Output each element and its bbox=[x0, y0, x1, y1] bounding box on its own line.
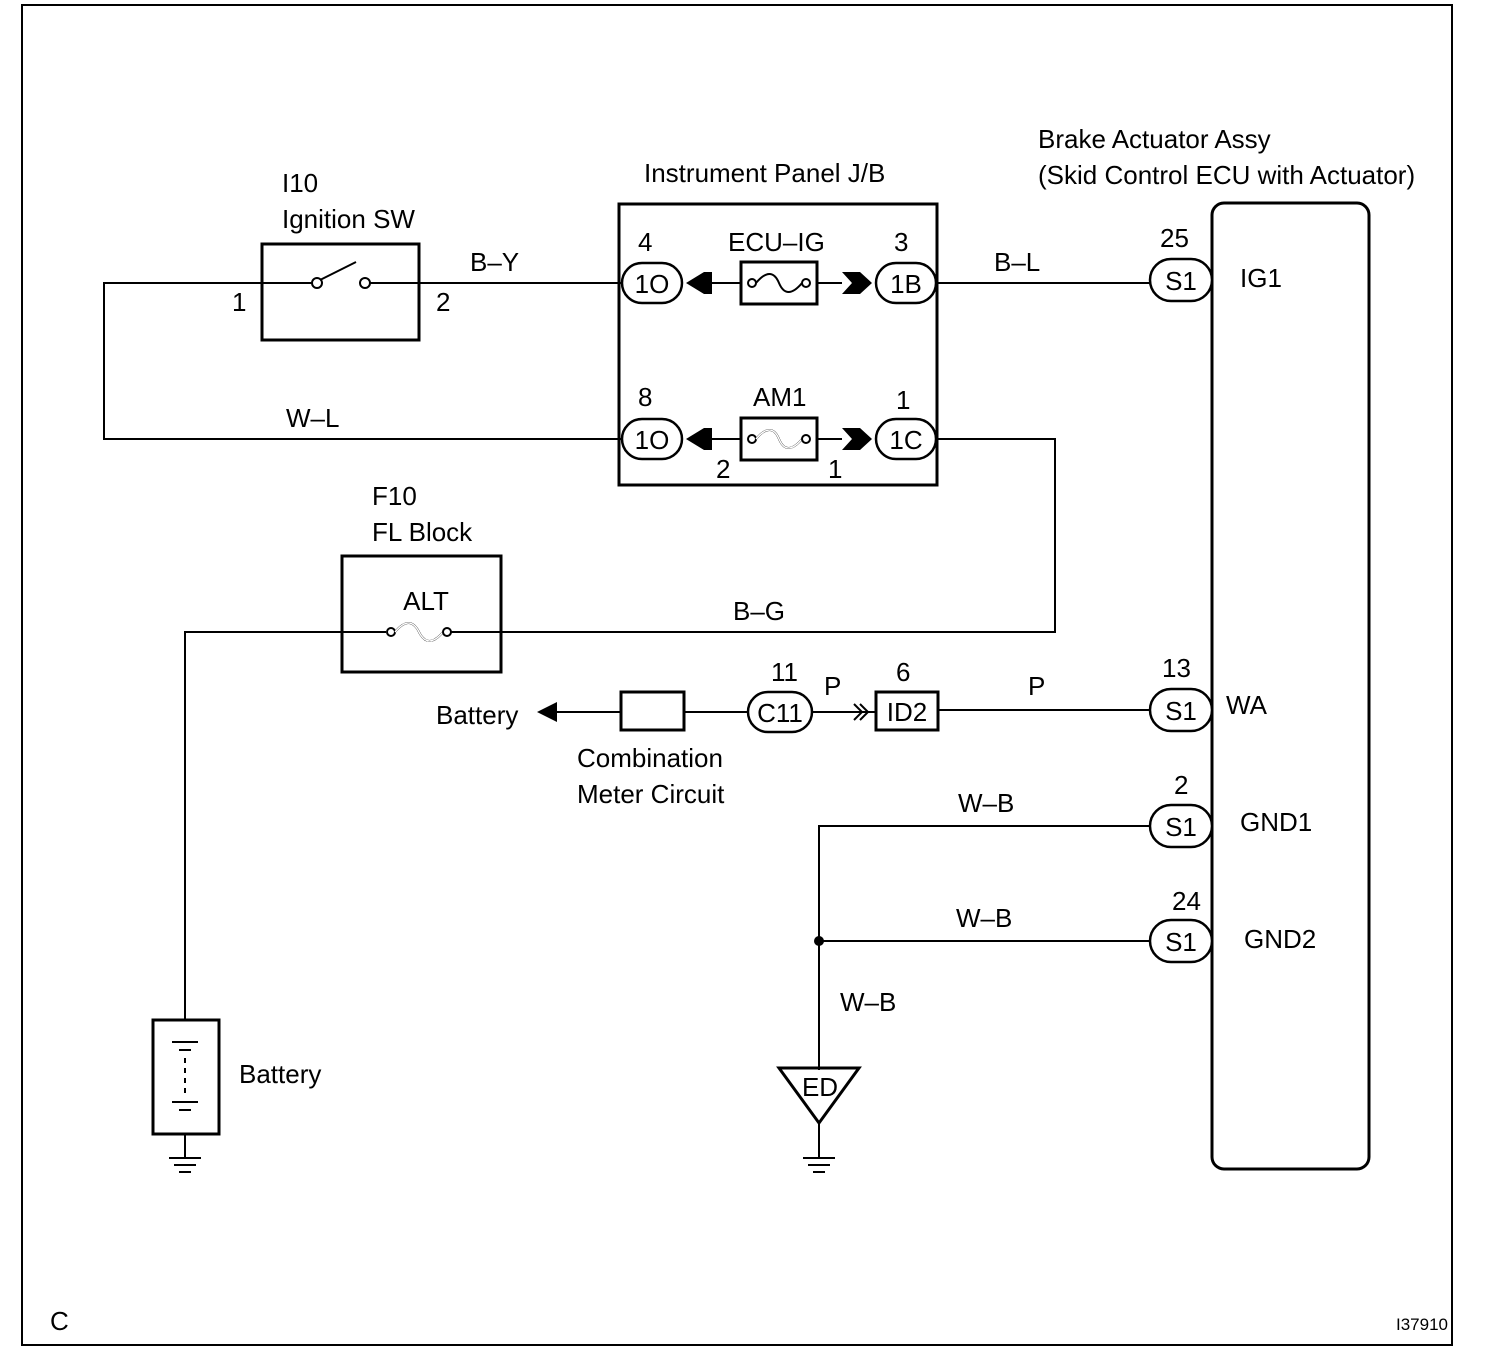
combination-meter-label-line2: Meter Circuit bbox=[577, 779, 725, 809]
brake-connector-s1-gnd2 bbox=[1148, 918, 1214, 964]
brake-pin-2: 2 bbox=[1174, 770, 1188, 800]
brake-connector-s1-gnd2-label: S1 bbox=[1165, 927, 1197, 957]
alt-fuse-label: ALT bbox=[403, 586, 449, 616]
wire-w-l bbox=[103, 282, 622, 440]
jb-am1-pin-1: 1 bbox=[896, 385, 910, 415]
inline-connector-arrow-icon bbox=[853, 703, 870, 721]
jb-connector-1c-label: 1C bbox=[889, 425, 922, 455]
brake-connector-s1-gnd1-label: S1 bbox=[1165, 812, 1197, 842]
combination-meter-battery-label: Battery bbox=[436, 700, 518, 730]
wire-label-b-g: B–G bbox=[733, 596, 785, 626]
fl-block-name: FL Block bbox=[372, 517, 473, 547]
wire-label-p-1: P bbox=[824, 671, 841, 701]
am1-fusible-link-icon bbox=[747, 429, 811, 449]
ignition-sw-pin-1: 1 bbox=[232, 287, 246, 317]
brake-connector-s1-wa bbox=[1148, 687, 1214, 733]
brake-terminal-ig1: IG1 bbox=[1240, 263, 1282, 293]
brake-terminal-gnd2: GND2 bbox=[1244, 924, 1316, 954]
ground-point-ed-label: ED bbox=[802, 1072, 838, 1102]
ignition-switch-symbol bbox=[262, 261, 419, 289]
ecu-ig-fuse-icon bbox=[747, 273, 811, 293]
wire-battery-positive bbox=[184, 631, 342, 1020]
corner-letter: C bbox=[50, 1306, 69, 1336]
wire-label-w-b-2: W–B bbox=[956, 903, 1012, 933]
jb-ecu-ig-pin-3: 3 bbox=[894, 227, 908, 257]
am1-terminal-2: 2 bbox=[716, 454, 730, 484]
battery-arrow-icon bbox=[537, 702, 557, 722]
jb-connector-1o-ecu-ig-label: 1O bbox=[635, 269, 670, 299]
ecu-ig-fuse-label: ECU–IG bbox=[728, 227, 825, 257]
brake-connector-s1-gnd1 bbox=[1148, 803, 1214, 849]
jb-am1-right-terminal-icon bbox=[842, 428, 872, 450]
jb-connector-1b-label: 1B bbox=[890, 269, 922, 299]
am1-terminal-1: 1 bbox=[828, 454, 842, 484]
jb-box bbox=[617, 202, 939, 487]
fl-block-box bbox=[340, 554, 503, 674]
connector-id2-label: ID2 bbox=[887, 697, 927, 727]
jb-ecu-ig-pin-4: 4 bbox=[638, 227, 652, 257]
battery-box bbox=[151, 1018, 221, 1136]
brake-terminal-gnd1: GND1 bbox=[1240, 807, 1312, 837]
wire-label-w-b-1: W–B bbox=[958, 788, 1014, 818]
wire-label-w-b-3: W–B bbox=[840, 987, 896, 1017]
brake-actuator-box bbox=[1210, 201, 1371, 1171]
brake-actuator-subtitle: (Skid Control ECU with Actuator) bbox=[1038, 160, 1415, 190]
wire-label-b-y: B–Y bbox=[470, 247, 519, 277]
jb-connector-1o-am1-label: 1O bbox=[635, 425, 670, 455]
battery-ground-icon bbox=[169, 1134, 201, 1173]
alt-fusible-link-icon bbox=[342, 622, 501, 642]
diagram-frame bbox=[21, 4, 1453, 1346]
ed-ground-icon bbox=[803, 1123, 835, 1173]
ignition-sw-code: I10 bbox=[282, 168, 318, 198]
connector-c11-pin: 11 bbox=[771, 657, 798, 687]
combination-meter-label-line1: Combination bbox=[577, 743, 723, 773]
wire-label-b-l: B–L bbox=[994, 247, 1040, 277]
battery-icon bbox=[172, 1041, 198, 1111]
jb-am1-pin-8: 8 bbox=[638, 382, 652, 412]
ground-point-ed-icon bbox=[776, 1066, 862, 1126]
brake-pin-25: 25 bbox=[1160, 223, 1189, 253]
brake-connector-s1-ig1 bbox=[1148, 257, 1214, 303]
ignition-sw-name: Ignition SW bbox=[282, 204, 415, 234]
brake-connector-s1-ig1-label: S1 bbox=[1165, 266, 1197, 296]
brake-pin-13: 13 bbox=[1162, 653, 1191, 683]
brake-connector-s1-wa-label: S1 bbox=[1165, 696, 1197, 726]
fl-block-code: F10 bbox=[372, 481, 417, 511]
jb-ecu-ig-left-terminal-icon bbox=[686, 272, 712, 294]
wire-b-g bbox=[501, 438, 1056, 633]
battery-label: Battery bbox=[239, 1059, 321, 1089]
combination-meter-box bbox=[619, 690, 686, 732]
jb-connector-1o-am1 bbox=[620, 417, 684, 461]
brake-pin-24: 24 bbox=[1172, 886, 1201, 916]
wire-label-w-l: W–L bbox=[286, 403, 339, 433]
wire-w-b-gnd1 bbox=[818, 825, 1152, 1070]
wire-label-p-2: P bbox=[1028, 671, 1045, 701]
ignition-sw-pin-2: 2 bbox=[436, 287, 450, 317]
jb-am1-left-terminal-icon bbox=[686, 428, 712, 450]
connector-id2-pin: 6 bbox=[896, 657, 910, 687]
splice-point bbox=[814, 936, 824, 946]
connector-c11-label: C11 bbox=[757, 698, 803, 728]
am1-fuse-label: AM1 bbox=[753, 382, 806, 412]
brake-actuator-title: Brake Actuator Assy bbox=[1038, 124, 1271, 154]
jb-ecu-ig-right-terminal-icon bbox=[842, 272, 872, 294]
jb-title: Instrument Panel J/B bbox=[644, 158, 885, 188]
ignition-sw-box bbox=[260, 242, 421, 342]
jb-connector-1o-ecu-ig bbox=[620, 261, 684, 305]
figure-id: I37910 bbox=[1396, 1315, 1448, 1334]
brake-terminal-wa: WA bbox=[1226, 690, 1268, 720]
